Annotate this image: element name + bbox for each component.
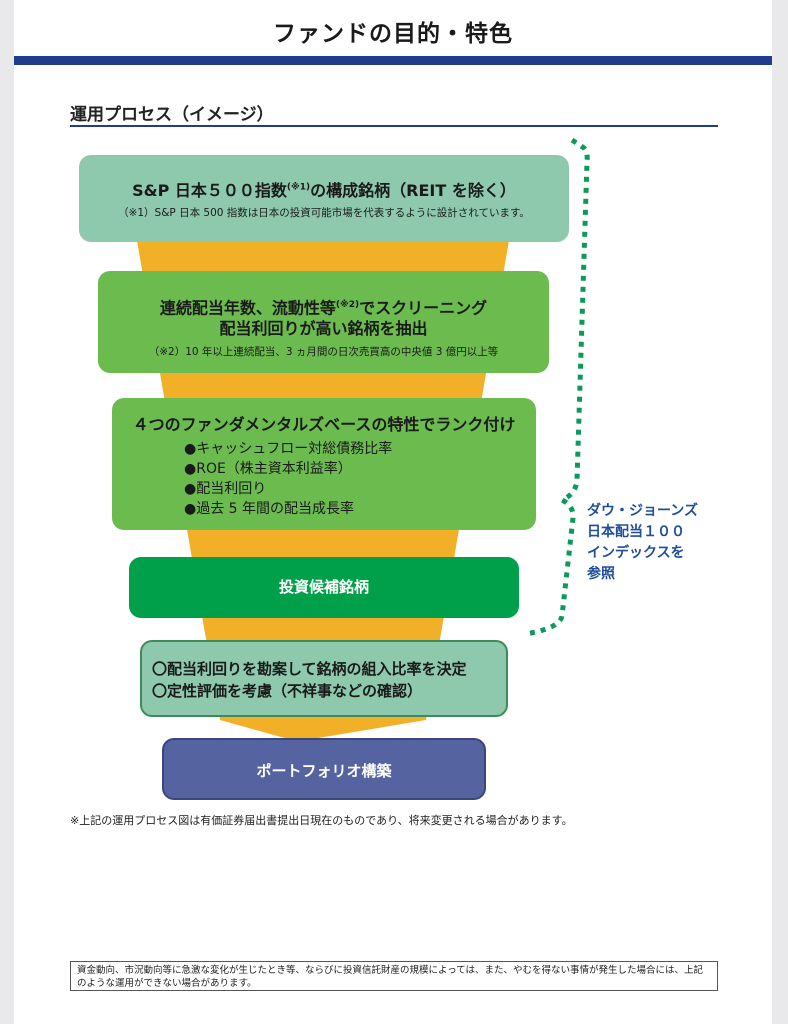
list-item: 〇配当利回りを勘案して銘柄の組入比率を決定 <box>152 660 467 678</box>
disclaimer-box: 資金動向、市況動向等に急激な変化が生じたとき等、ならびに投資信託財産の規模によっ… <box>70 961 718 991</box>
step4-label: 投資候補銘柄 <box>278 578 369 596</box>
process-footnote: ※上記の運用プロセス図は有価証券届出書提出日現在のものであり、将来変更される場合… <box>70 814 573 827</box>
title-underline-bar <box>14 56 772 65</box>
bracket-label-line: ダウ・ジョーンズ <box>587 503 699 519</box>
step-portfolio-box: ポートフォリオ構築 <box>162 738 486 800</box>
list-item: 〇定性評価を考慮（不祥事などの確認） <box>152 682 423 700</box>
bracket-label-line: 日本配当１００ <box>587 524 685 540</box>
list-item: ●キャッシュフロー対総債務比率 <box>184 441 393 457</box>
list-item: ●過去 5 年間の配当成長率 <box>184 501 355 517</box>
list-item: ●配当利回り <box>184 481 267 497</box>
step2-note: （※2）10 年以上連続配当、3 ヵ月間の日次売買高の中央値 3 億円以上等 <box>148 346 499 359</box>
step1-note: （※1）S&P 日本 500 指数は日本の投資可能市場を代表するように設計されて… <box>118 207 530 219</box>
step1-main-pre: S&P 日本５００指数 <box>132 181 287 200</box>
step-weighting-box: 〇配当利回りを勘案して銘柄の組入比率を決定 〇定性評価を考慮（不祥事などの確認） <box>140 640 508 717</box>
step1-main-text: S&P 日本５００指数(※1)の構成銘柄（REIT を除く） <box>79 177 569 201</box>
page-title: ファンドの目的・特色 <box>273 21 513 47</box>
bracket-label: ダウ・ジョーンズ 日本配当１００ インデックスを 参照 <box>587 501 737 585</box>
step2-line1-post: でスクリーニング <box>359 298 488 318</box>
document-page: ファンドの目的・特色 運用プロセス（イメージ） S&P 日本５００指数(※1)の… <box>14 0 772 1024</box>
step2-line2: 配当利回りが高い銘柄を抽出 <box>219 319 428 339</box>
step2-main-text: 連続配当年数、流動性等(※2)でスクリーニング 配当利回りが高い銘柄を抽出 <box>98 295 549 339</box>
step5-list: 〇配当利回りを勘案して銘柄の組入比率を決定 〇定性評価を考慮（不祥事などの確認） <box>152 658 506 702</box>
step3-criteria-list: ●キャッシュフロー対総債務比率 ●ROE（株主資本利益率） ●配当利回り ●過去… <box>184 439 536 519</box>
bracket-label-line: インデックスを <box>587 545 685 561</box>
step-candidates-box: 投資候補銘柄 <box>129 557 519 618</box>
bracket-label-line: 参照 <box>587 566 615 582</box>
step1-superscript: (※1) <box>286 182 311 193</box>
step-universe-box: S&P 日本５００指数(※1)の構成銘柄（REIT を除く） （※1）S&P 日… <box>79 155 569 242</box>
list-item: ●ROE（株主資本利益率） <box>184 461 352 477</box>
step2-line1-pre: 連続配当年数、流動性等 <box>159 298 336 318</box>
step-screening-box: 連続配当年数、流動性等(※2)でスクリーニング 配当利回りが高い銘柄を抽出 （※… <box>98 271 549 373</box>
section-underline <box>70 125 718 127</box>
dotted-bracket <box>525 137 590 637</box>
section-heading: 運用プロセス（イメージ） <box>70 105 274 125</box>
step3-heading: ４つのファンダメンタルズベースの特性でランク付け <box>132 415 516 434</box>
step-ranking-box: ４つのファンダメンタルズベースの特性でランク付け ●キャッシュフロー対総債務比率… <box>112 398 536 530</box>
step6-label: ポートフォリオ構築 <box>256 762 392 780</box>
step1-main-post: の構成銘柄（REIT を除く） <box>310 181 516 200</box>
step2-line1: 連続配当年数、流動性等(※2)でスクリーニング <box>98 295 549 318</box>
step2-superscript: (※2) <box>335 300 360 310</box>
